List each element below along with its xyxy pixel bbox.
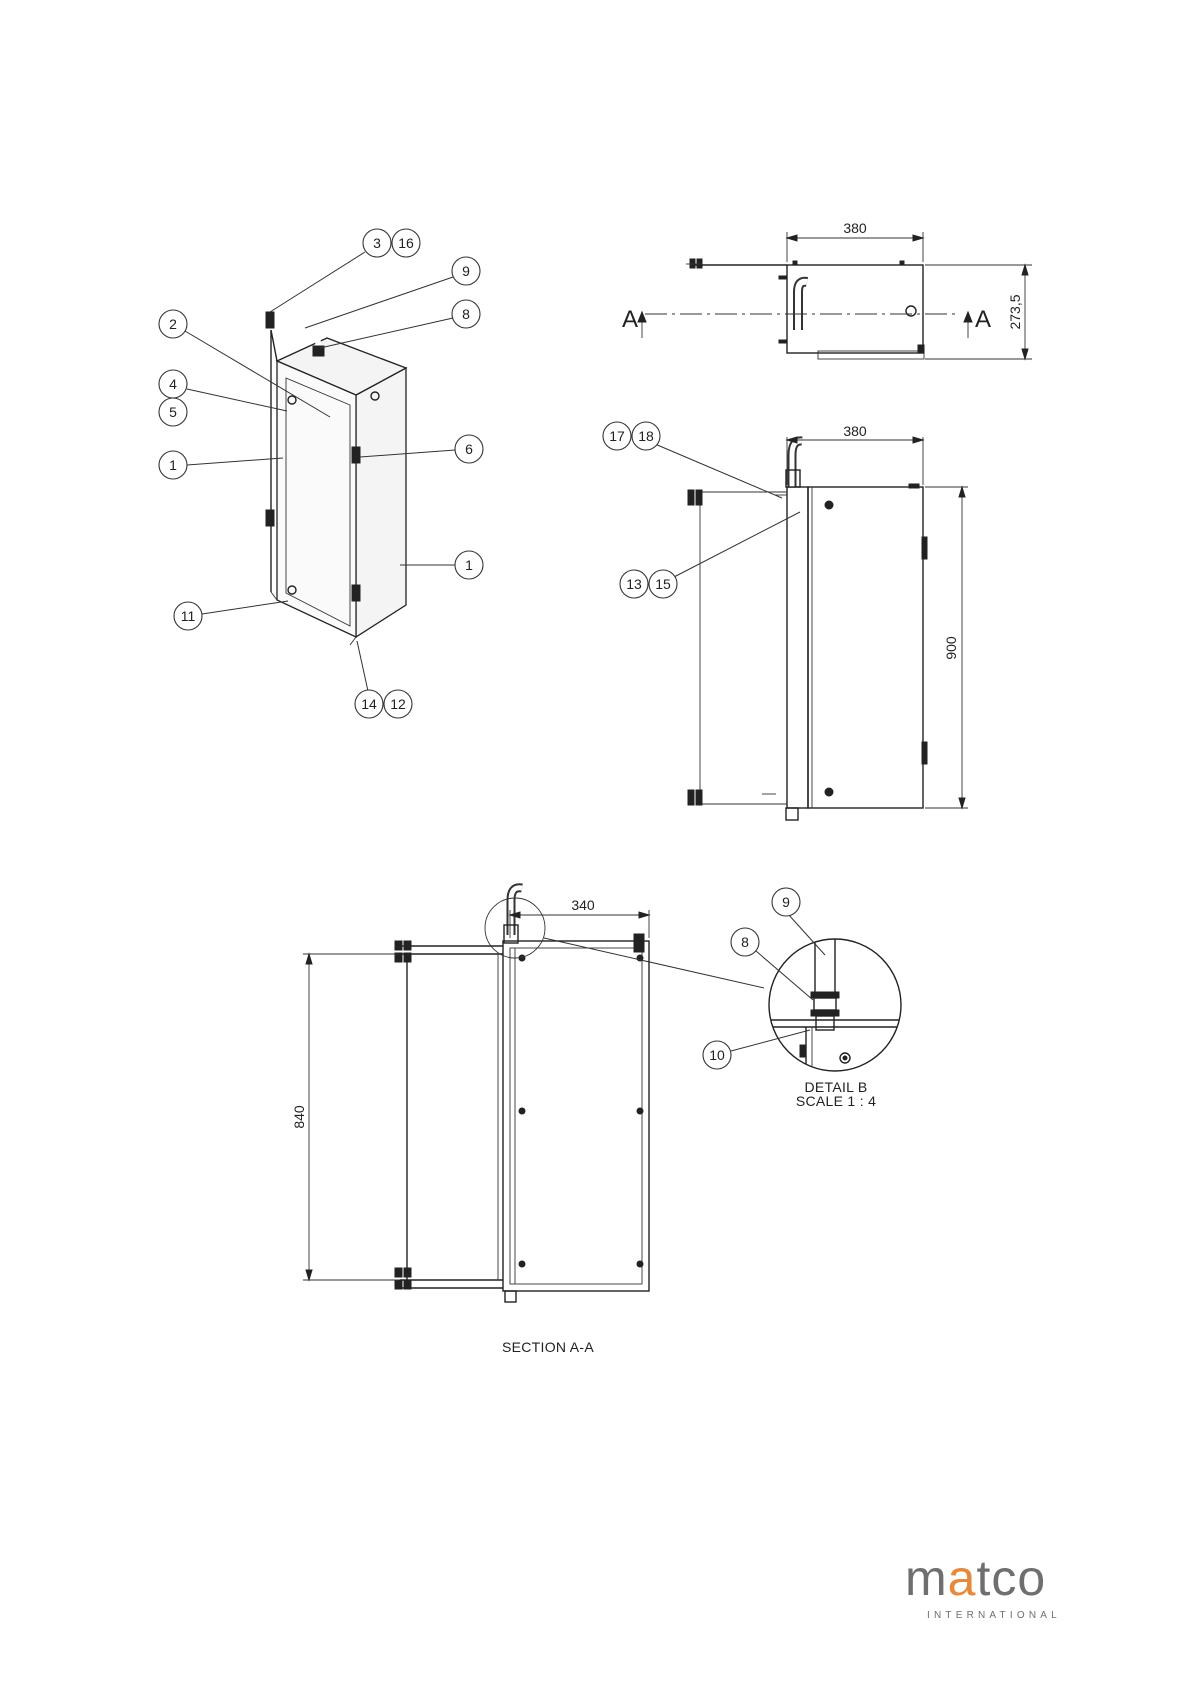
svg-text:9: 9	[462, 263, 470, 279]
balloon-1b: 1	[455, 551, 483, 579]
balloon-17: 17	[603, 422, 631, 450]
front-dimension-height: 900	[943, 636, 959, 660]
detail-view: 9 8 10 DETAIL B SCALE 1 : 4	[703, 888, 910, 1109]
detail-balloon-9: 9	[772, 888, 800, 916]
svg-text:8: 8	[741, 934, 749, 950]
balloon-13: 13	[620, 570, 648, 598]
balloon-1: 1	[159, 451, 187, 479]
logo-wordmark: matco	[905, 1548, 1046, 1608]
svg-text:1: 1	[169, 457, 177, 473]
svg-text:15: 15	[655, 576, 671, 592]
svg-text:2: 2	[169, 316, 177, 332]
detail-balloon-10: 10	[703, 1041, 731, 1069]
balloon-16: 16	[392, 229, 420, 257]
balloon-18: 18	[632, 422, 660, 450]
svg-text:11: 11	[181, 608, 196, 624]
svg-text:16: 16	[398, 235, 414, 251]
svg-text:10: 10	[709, 1047, 725, 1063]
section-label: SECTION A-A	[502, 1339, 594, 1355]
front-dimension-width: 380	[843, 423, 867, 439]
front-view: 380 900 17 18 13 15	[603, 422, 968, 820]
balloon-4: 4	[159, 370, 187, 398]
balloon-2: 2	[159, 310, 187, 338]
matco-logo: matco INTERNATIONAL	[905, 1548, 1065, 1628]
top-dimension-width: 380	[843, 220, 867, 236]
balloon-3: 3	[363, 229, 391, 257]
svg-text:5: 5	[169, 404, 177, 420]
balloon-12: 12	[384, 690, 412, 718]
section-marker-right: A	[975, 306, 991, 333]
svg-text:12: 12	[390, 696, 406, 712]
top-view: A A 380 273,5	[622, 220, 1032, 359]
svg-text:17: 17	[609, 428, 625, 444]
svg-text:14: 14	[361, 696, 377, 712]
balloon-6: 6	[455, 435, 483, 463]
balloon-14: 14	[355, 690, 383, 718]
section-dimension-width: 340	[571, 897, 595, 913]
svg-text:4: 4	[169, 376, 177, 392]
balloon-11: 11	[174, 602, 202, 630]
balloon-8: 8	[452, 300, 480, 328]
detail-scale: SCALE 1 : 4	[796, 1093, 876, 1109]
balloon-9: 9	[452, 257, 480, 285]
svg-text:18: 18	[638, 428, 654, 444]
detail-balloon-8: 8	[731, 928, 759, 956]
section-marker-left: A	[622, 306, 638, 333]
section-view: 340 840 SECTION A-A	[291, 888, 764, 1355]
top-dimension-height: 273,5	[1007, 294, 1023, 329]
section-dimension-height: 840	[291, 1105, 307, 1129]
svg-text:13: 13	[626, 576, 642, 592]
svg-text:9: 9	[782, 894, 790, 910]
logo-subtitle: INTERNATIONAL	[927, 1610, 1061, 1621]
balloon-5: 5	[159, 398, 187, 426]
svg-text:6: 6	[465, 441, 473, 457]
svg-text:3: 3	[373, 235, 381, 251]
balloon-15: 15	[649, 570, 677, 598]
svg-text:1: 1	[465, 557, 473, 573]
isometric-view	[266, 312, 406, 645]
svg-text:8: 8	[462, 306, 470, 322]
